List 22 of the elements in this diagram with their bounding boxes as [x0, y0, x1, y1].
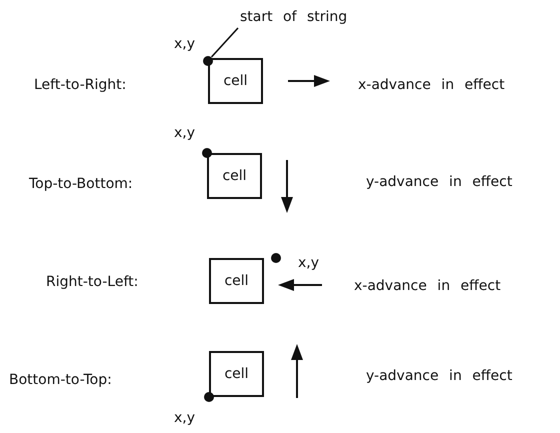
advance-note: x-advance in effect	[358, 76, 505, 94]
coordinate-label: x,y	[174, 409, 196, 427]
direction-label: Right-to-Left:	[46, 273, 138, 291]
leader-line	[210, 27, 239, 58]
callout-text: start of string	[240, 8, 348, 26]
coordinate-label: x,y	[174, 124, 196, 142]
cell-box: cell	[208, 58, 263, 104]
cell-box: cell	[207, 153, 262, 199]
start-point-dot	[203, 56, 213, 66]
coordinate-label: x,y	[298, 254, 320, 272]
advance-note: x-advance in effect	[354, 277, 501, 295]
advance-note: y-advance in effect	[366, 367, 512, 385]
start-point-dot	[271, 253, 281, 263]
start-point-dot	[202, 148, 212, 158]
direction-label: Left-to-Right:	[34, 76, 126, 94]
direction-label: Bottom-to-Top:	[9, 371, 112, 389]
start-point-dot	[204, 392, 214, 402]
cell-box: cell	[209, 351, 264, 397]
cell-box: cell	[209, 258, 264, 304]
advance-note: y-advance in effect	[366, 173, 512, 191]
direction-label: Top-to-Bottom:	[29, 175, 133, 193]
coordinate-label: x,y	[174, 35, 196, 53]
